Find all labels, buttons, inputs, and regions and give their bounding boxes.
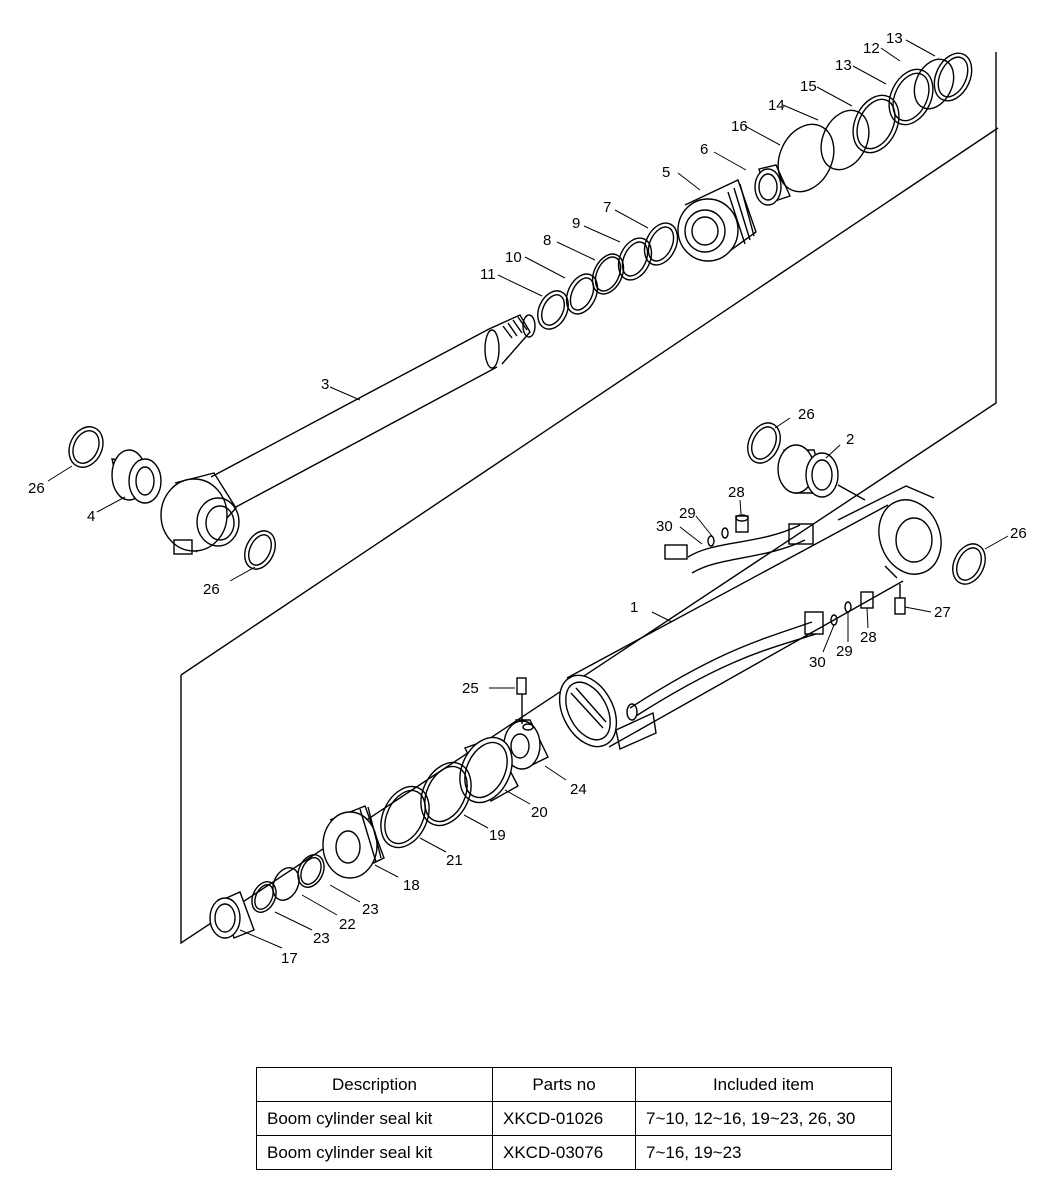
frame-plane-edge (180, 127, 999, 676)
exploded-view-diagram: 1 2 3 4 5 6 7 8 9 10 11 12 13 13 14 15 1… (28, 30, 1027, 967)
callout-15: 15 (800, 78, 817, 95)
callout-24: 24 (570, 781, 587, 798)
callout-16: 16 (731, 118, 748, 135)
callout-18: 18 (403, 877, 420, 894)
cell-parts-no: XKCD-01026 (492, 1101, 636, 1136)
callout-29-b: 29 (836, 643, 853, 660)
callout-11: 11 (480, 266, 496, 283)
callout-17: 17 (281, 950, 298, 967)
callout-28-b: 28 (860, 629, 877, 646)
cell-included-item: 7~10, 12~16, 19~23, 26, 30 (635, 1101, 892, 1136)
dust-seal-26-left-top (68, 426, 104, 468)
bushing-4 (111, 449, 162, 504)
cell-description: Boom cylinder seal kit (256, 1101, 493, 1136)
dust-seal-26-right-bottom (952, 543, 986, 585)
callout-22: 22 (339, 916, 356, 933)
seal-19 (420, 761, 472, 827)
header-parts-no: Parts no (492, 1067, 636, 1102)
hydraulic-pipe-lower (615, 611, 824, 750)
callout-23-a: 23 (362, 901, 379, 918)
cell-parts-no: XKCD-03076 (492, 1135, 636, 1170)
seal-kit-table: Description Parts no Included item Boom … (256, 1067, 892, 1170)
callout-8: 8 (543, 232, 551, 249)
cell-included-item: 7~16, 19~23 (635, 1135, 892, 1170)
seal-12 (888, 68, 934, 126)
callout-7: 7 (603, 199, 611, 216)
table-row: Boom cylinder seal kit XKCD-03076 7~16, … (256, 1135, 892, 1170)
bushing-2 (777, 444, 866, 501)
callout-30-a: 30 (656, 518, 673, 535)
callout-12: 12 (863, 40, 880, 57)
table-row: Boom cylinder seal kit XKCD-01026 7~10, … (256, 1101, 892, 1136)
callout-14: 14 (768, 97, 785, 114)
callout-1: 1 (630, 599, 638, 616)
leader-lines (47, 39, 1009, 949)
header-description: Description (256, 1067, 493, 1102)
backup-ring-13-b (933, 52, 973, 102)
seal-15 (820, 109, 870, 171)
wear-ring-20 (459, 736, 519, 804)
seal-23-upper (297, 854, 325, 888)
callout-6: 6 (700, 141, 708, 158)
nut-17 (209, 891, 255, 939)
seal-21 (380, 785, 430, 849)
callout-30-b: 30 (809, 654, 826, 671)
dust-seal-26-right-top (747, 422, 781, 464)
callout-3: 3 (321, 376, 329, 393)
callout-20: 20 (531, 804, 548, 821)
piston-rod (210, 314, 536, 509)
callout-26-b: 26 (203, 581, 220, 598)
dust-seal-26-left-bottom (244, 530, 276, 570)
seal-10 (565, 273, 599, 315)
seal-8 (591, 253, 625, 295)
callout-13-b: 13 (835, 57, 852, 74)
callout-10: 10 (505, 249, 522, 266)
seal-23-lower (251, 881, 277, 913)
callout-9: 9 (572, 215, 580, 232)
callout-28-a: 28 (728, 484, 745, 501)
callout-5: 5 (662, 164, 670, 181)
o-ring-22 (272, 867, 300, 901)
callout-26-c: 26 (798, 406, 815, 423)
callout-21: 21 (446, 852, 463, 869)
callout-13-a: 13 (886, 30, 903, 47)
header-included-item: Included item (635, 1067, 892, 1102)
cylinder-tube (558, 504, 904, 748)
small-fittings-upper (707, 514, 749, 547)
callout-27: 27 (934, 604, 951, 621)
callout-2: 2 (846, 431, 854, 448)
callout-26-d: 26 (1010, 525, 1027, 542)
callout-23-b: 23 (313, 930, 330, 947)
seal-9 (617, 237, 653, 281)
bushing-6 (754, 164, 791, 206)
piston-18 (322, 805, 385, 879)
snap-ring-11 (537, 290, 569, 330)
table-header-row: Description Parts no Included item (256, 1067, 892, 1102)
callout-26-a: 26 (28, 480, 45, 497)
callout-29-a: 29 (679, 505, 696, 522)
callouts: 1 2 3 4 5 6 7 8 9 10 11 12 13 13 14 15 1… (28, 30, 1027, 967)
rod-eye (160, 472, 240, 555)
cell-description: Boom cylinder seal kit (256, 1135, 493, 1170)
tube-eye (837, 485, 942, 579)
o-ring-14 (777, 123, 835, 193)
seal-7 (643, 222, 679, 266)
backup-ring-13-a (852, 94, 900, 154)
rod-cover-5 (677, 179, 757, 262)
grease-fitting-27 (894, 584, 906, 615)
callout-25: 25 (462, 680, 479, 697)
o-ring-12-b (913, 58, 955, 110)
callout-19: 19 (489, 827, 506, 844)
set-screw-25 (516, 677, 527, 724)
callout-4: 4 (87, 508, 95, 525)
frame-plane (180, 52, 997, 945)
hydraulic-pipe-upper (664, 523, 814, 574)
